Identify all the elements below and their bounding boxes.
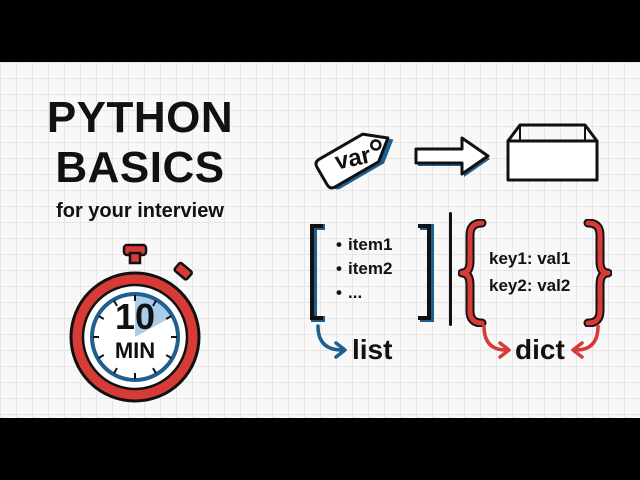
timer-number: 10 bbox=[114, 296, 156, 337]
bullet-dot: • bbox=[336, 259, 342, 278]
timer-tick bbox=[113, 300, 118, 307]
dict-item: key2: val2 bbox=[489, 276, 571, 295]
list-item: • item1 bbox=[336, 233, 416, 257]
timer-tick bbox=[98, 354, 105, 359]
list-bracket-right bbox=[412, 222, 436, 322]
timer-ticks bbox=[93, 295, 177, 379]
title-line-2: BASICS bbox=[55, 143, 225, 192]
list-bracket-left bbox=[305, 222, 329, 322]
tag-icon bbox=[314, 132, 394, 190]
dict-brace-right bbox=[582, 219, 612, 327]
title-line-1: PYTHON bbox=[46, 93, 234, 142]
right-brace-icon bbox=[583, 219, 612, 327]
top-letterbox bbox=[0, 0, 640, 62]
timer-tick bbox=[98, 315, 105, 320]
right-bracket-icon bbox=[418, 224, 434, 322]
variable-tag: var bbox=[305, 107, 405, 207]
list-caption: list bbox=[352, 334, 393, 365]
list-item-text: item2 bbox=[348, 259, 393, 278]
timer-tick bbox=[165, 354, 172, 359]
timer-unit: MIN bbox=[114, 338, 156, 363]
dict-brace-left bbox=[458, 219, 488, 327]
list-item: •... bbox=[336, 281, 416, 305]
dict-caption-arrow-right bbox=[568, 324, 606, 360]
list-item-text: ... bbox=[348, 283, 363, 302]
bullet-dot: • bbox=[336, 235, 342, 254]
timer-tick bbox=[152, 300, 157, 307]
stopwatch-timer: 10 MIN bbox=[60, 237, 210, 407]
dict-caption-arrow-left bbox=[476, 324, 514, 360]
left-bracket-icon bbox=[310, 224, 325, 322]
timer-tick bbox=[113, 367, 118, 374]
list-item: • item2 bbox=[336, 257, 416, 281]
timer-tick bbox=[152, 367, 157, 374]
section-divider bbox=[449, 212, 452, 326]
bullet-dot: • bbox=[336, 283, 342, 302]
dict-items: key1: val1 key2: val2 bbox=[489, 245, 589, 299]
curved-arrow-icon bbox=[316, 324, 347, 359]
thumbnail-canvas: PYTHON BASICS for your interview 10 MIN bbox=[0, 62, 640, 418]
list-item-text: item1 bbox=[348, 235, 393, 254]
dict-item: key1: val1 bbox=[489, 249, 571, 268]
stopwatch-icon bbox=[69, 243, 201, 403]
list-items: • item1 • item2 •... bbox=[336, 233, 416, 305]
left-brace-icon bbox=[458, 219, 487, 327]
arrow-right-icon bbox=[414, 136, 490, 177]
list-caption-arrow bbox=[310, 324, 354, 360]
curved-arrow-icon bbox=[571, 324, 600, 359]
box-icon bbox=[506, 123, 599, 182]
curved-arrow-icon bbox=[482, 324, 511, 359]
subtitle: for your interview bbox=[56, 200, 224, 222]
bottom-letterbox bbox=[0, 418, 640, 480]
assign-arrow bbox=[410, 130, 495, 180]
value-box bbox=[500, 117, 605, 187]
dict-caption: dict bbox=[515, 334, 565, 365]
timer-tick bbox=[165, 315, 172, 320]
